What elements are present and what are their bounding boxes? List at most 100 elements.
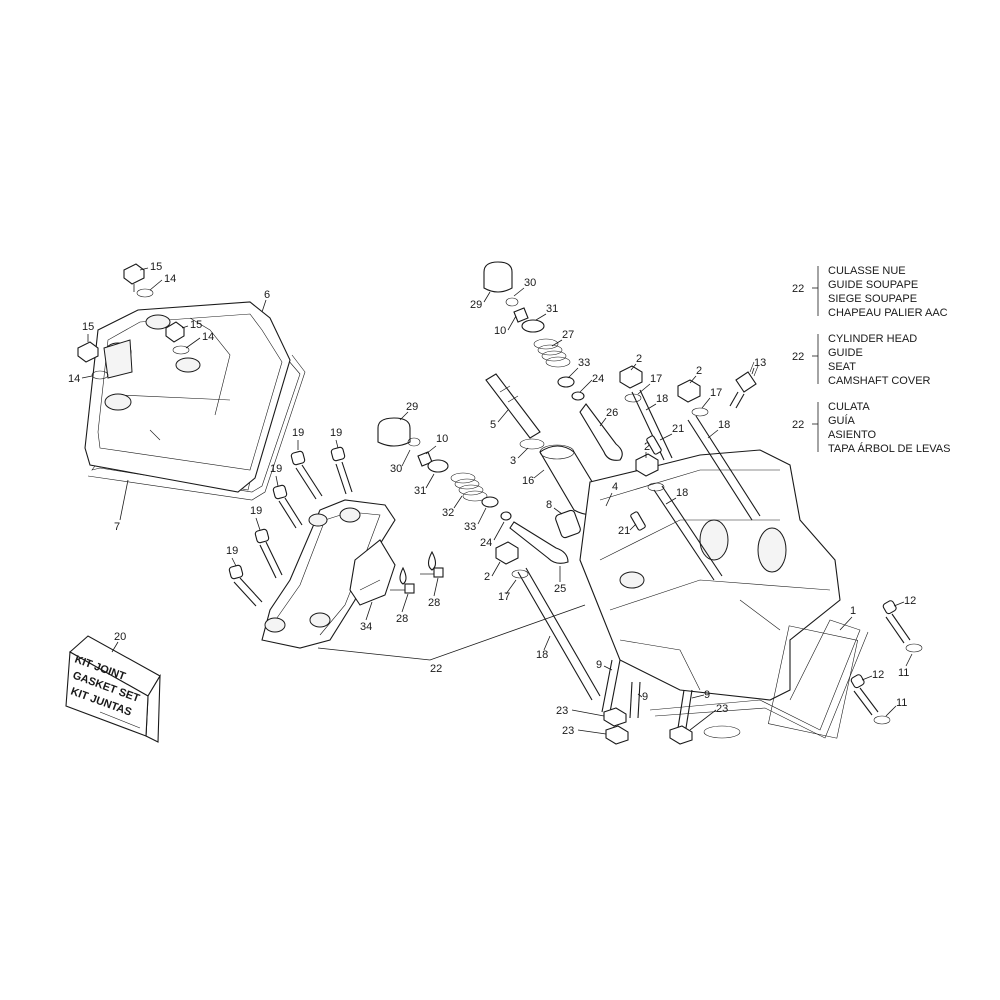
callout-label: 24 <box>592 373 604 385</box>
valve-cover-assembly <box>84 301 306 501</box>
spring-seat <box>557 376 575 388</box>
valve <box>579 403 623 461</box>
bolt <box>330 446 353 495</box>
oil-breather-plate <box>349 539 396 606</box>
callout-label: 6 <box>264 289 270 301</box>
bolt <box>290 450 323 500</box>
bolt <box>228 564 263 607</box>
legend-line: CHAPEAU PALIER AAC <box>828 307 948 319</box>
callout-label: 20 <box>114 631 126 643</box>
callout-label: 13 <box>754 357 766 369</box>
callout-label: 14 <box>202 331 214 343</box>
bolt <box>254 528 283 579</box>
legend-line: GUIDE <box>828 347 863 359</box>
spring-retainer <box>427 459 449 473</box>
callout-label: 3 <box>510 455 516 467</box>
callout-label: 18 <box>656 393 668 405</box>
dowel-pins <box>630 435 662 531</box>
callout-label: 7 <box>114 521 120 533</box>
callout-label: 14 <box>164 273 176 285</box>
callout-label: 19 <box>292 427 304 439</box>
callout-label: 33 <box>464 521 476 533</box>
legend-line: GUIDE SOUPAPE <box>828 279 918 291</box>
callout-label: 14 <box>68 373 80 385</box>
callout-label: 2 <box>484 571 490 583</box>
callout-label: 26 <box>606 407 618 419</box>
callout-label: 32 <box>442 507 454 519</box>
callout-label: 2 <box>644 441 650 453</box>
plug-washer <box>519 438 545 450</box>
valve-spring <box>533 338 571 368</box>
callout-label: 10 <box>494 325 506 337</box>
spring-retainer <box>521 319 545 333</box>
legend-line: CYLINDER HEAD <box>828 333 917 345</box>
shim <box>505 297 519 307</box>
temperature-sensor <box>729 361 759 409</box>
callout-label: 31 <box>414 485 426 497</box>
callout-label: 4 <box>612 481 618 493</box>
valve-collet <box>513 307 529 323</box>
callout-label: 9 <box>642 691 648 703</box>
callout-label: 11 <box>898 667 909 679</box>
callout-label: 19 <box>226 545 238 557</box>
legend-line: TAPA ÁRBOL DE LEVAS <box>828 442 950 455</box>
head-studs <box>601 659 693 729</box>
legend: 22 CULASSE NUE GUIDE SOUPAPE SIEGE SOUPA… <box>792 265 950 455</box>
callout-label: 16 <box>522 475 534 487</box>
legend-line: CULATA <box>828 401 870 413</box>
spring-seat <box>481 496 499 508</box>
legend-line: SEAT <box>828 361 856 373</box>
legend-line: ASIENTO <box>828 429 877 441</box>
callout-label: 21 <box>672 423 684 435</box>
shim <box>407 437 421 447</box>
callout-label: 24 <box>480 537 492 549</box>
callout-label: 5 <box>490 419 496 431</box>
callout-label: 29 <box>470 299 482 311</box>
callout-label: 22 <box>430 663 442 675</box>
callout-label: 1 <box>850 605 856 617</box>
callout-label: 11 <box>896 697 907 709</box>
callout-label: 15 <box>190 319 202 331</box>
callout-label: 30 <box>524 277 536 289</box>
spark-plug <box>485 373 541 439</box>
guide-bush <box>555 509 581 539</box>
legend-line: SIEGE SOUPAPE <box>828 293 917 305</box>
callout-label: 30 <box>390 463 402 475</box>
legend-line: CAMSHAFT COVER <box>828 375 931 387</box>
callout-label: 9 <box>704 689 710 701</box>
legend-number: 22 <box>792 283 804 295</box>
legend-number: 22 <box>792 419 804 431</box>
oil-drop-icon <box>427 550 437 571</box>
callout-label: 15 <box>150 261 162 273</box>
legend-number: 22 <box>792 351 804 363</box>
legend-line: GUÍA <box>828 414 856 427</box>
cover-o-ring <box>136 288 154 298</box>
callout-label: 31 <box>546 303 558 315</box>
callout-label: 33 <box>578 357 590 369</box>
camshaft-cover-assembly <box>261 499 396 649</box>
callout-label: 28 <box>396 613 408 625</box>
callout-label: 9 <box>596 659 602 671</box>
valve-stem-seal <box>500 511 512 521</box>
valve-cover <box>84 301 291 493</box>
camshaft-cover-bolts <box>228 446 353 607</box>
exhaust-valve-train <box>483 261 623 461</box>
intake-valve-train <box>377 417 569 564</box>
side-bolts <box>850 600 923 725</box>
callout-label: 8 <box>546 499 552 511</box>
callout-label: 18 <box>718 419 730 431</box>
cylinder-head <box>579 449 841 701</box>
callout-label: 19 <box>250 505 262 517</box>
callout-label: 21 <box>618 525 630 537</box>
cover-screw <box>77 341 99 363</box>
oil-drop-icon <box>399 566 407 585</box>
callout-label: 10 <box>436 433 448 445</box>
tappet-bucket <box>377 417 411 447</box>
callout-label: 17 <box>710 387 722 399</box>
callout-label: 2 <box>636 353 642 365</box>
callout-label: 29 <box>406 401 418 413</box>
long-studs <box>517 389 761 701</box>
stud-nuts <box>603 707 693 745</box>
callout-label: 19 <box>330 427 342 439</box>
callout-label: 23 <box>556 705 568 717</box>
